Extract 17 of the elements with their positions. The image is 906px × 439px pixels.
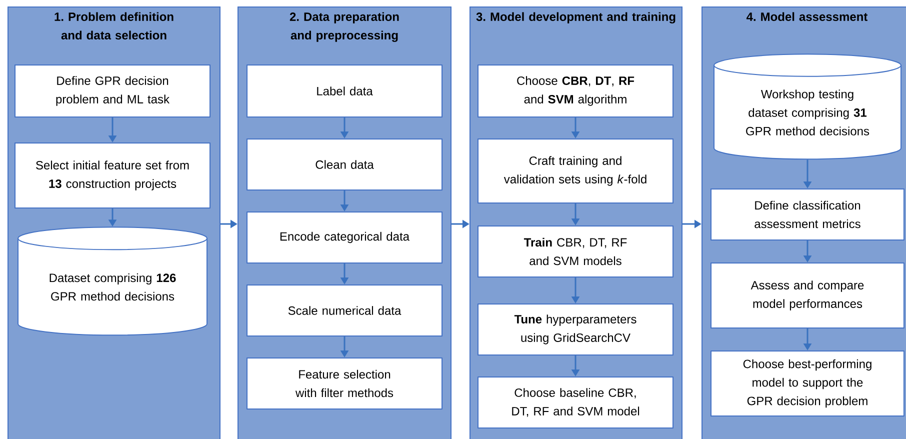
process-box: Craft training and validation sets using k-fold [478,138,674,204]
process-box: Choose CBR, DT, RF and SVM algorithm [478,64,674,118]
process-box: Label data [246,64,442,118]
process-box: Define classification assessment metrics [710,188,904,240]
process-box: Scale numerical data [246,284,442,336]
process-box: Choose baseline CBR, DT, RF and SVM model [478,376,674,428]
process-box: Feature selection with filter methods [246,357,442,410]
process-box: Define GPR decision problem and ML task [14,64,210,118]
process-box: Select initial feature set from 13 construction projects [14,142,210,208]
database-cylinder: Workshop testing dataset comprising 31 GPR method decisions [714,54,902,160]
process-box: Assess and compare model performances [710,262,904,328]
process-box: Clean data [246,138,442,190]
process-box: Tune hyperparameters using GridSearchCV [478,304,674,356]
process-box: Encode categorical data [246,212,442,264]
process-box: Train CBR, DT, RF and SVM models [478,226,674,278]
database-cylinder: Dataset comprising 126 GPR method decisions [18,226,208,336]
process-box: Choose best-performing model to support the GPR decision problem [710,350,904,416]
